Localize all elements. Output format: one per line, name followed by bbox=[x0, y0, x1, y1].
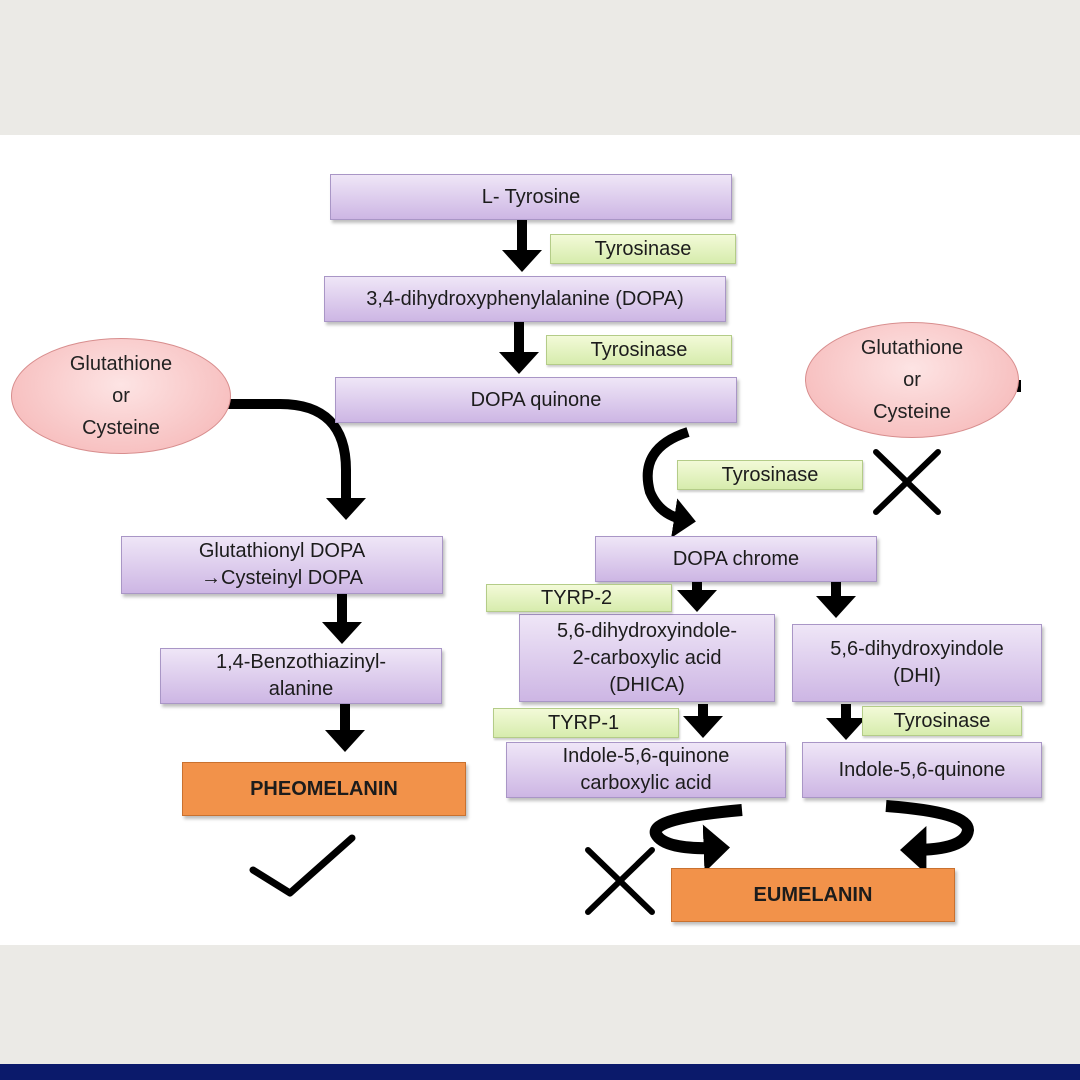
node-benzothiazinyl-alanine: 1,4-Benzothiazinyl- alanine bbox=[160, 648, 442, 704]
enzyme-tyrosinase-3: Tyrosinase bbox=[677, 460, 863, 490]
enzyme-tyrosinase-1: Tyrosinase bbox=[550, 234, 736, 264]
node-indole-quinone-carboxylic-acid: Indole-5,6-quinone carboxylic acid bbox=[506, 742, 786, 798]
node-indole-quinone: Indole-5,6-quinone bbox=[802, 742, 1042, 798]
node-l-tyrosine: L- Tyrosine bbox=[330, 174, 732, 220]
node-pheomelanin: PHEOMELANIN bbox=[182, 762, 466, 816]
ellipse-glutathione-cysteine-left: Glutathione or Cysteine bbox=[11, 338, 231, 454]
ellipse-glutathione-cysteine-right: Glutathione or Cysteine bbox=[805, 322, 1019, 438]
node-dhi: 5,6-dihydroxyindole (DHI) bbox=[792, 624, 1042, 702]
check-mark bbox=[249, 834, 356, 897]
arrow-ellipse-to-glutathionyl bbox=[222, 399, 366, 520]
bottom-bar bbox=[0, 1064, 1080, 1080]
node-eumelanin: EUMELANIN bbox=[671, 868, 955, 922]
node-dopa-chrome: DOPA chrome bbox=[595, 536, 877, 582]
enzyme-tyrosinase-2: Tyrosinase bbox=[546, 335, 732, 365]
arrow-cycle-left bbox=[649, 804, 743, 873]
node-glutathionyl-dopa: Glutathionyl DOPA →Cysteinyl DOPA bbox=[121, 536, 443, 594]
node-dopa: 3,4-dihydroxyphenylalanine (DOPA) bbox=[324, 276, 726, 322]
node-dhica: 5,6-dihydroxyindole- 2-carboxylic acid (… bbox=[519, 614, 775, 702]
enzyme-tyrosinase-4: Tyrosinase bbox=[862, 706, 1022, 736]
node-dopa-quinone: DOPA quinone bbox=[335, 377, 737, 423]
arrow-cycle-right bbox=[885, 800, 975, 874]
enzyme-tyrp-1: TYRP-1 bbox=[493, 708, 679, 738]
enzyme-tyrp-2: TYRP-2 bbox=[486, 584, 672, 612]
arrow-quinone-to-chrome bbox=[642, 427, 696, 538]
